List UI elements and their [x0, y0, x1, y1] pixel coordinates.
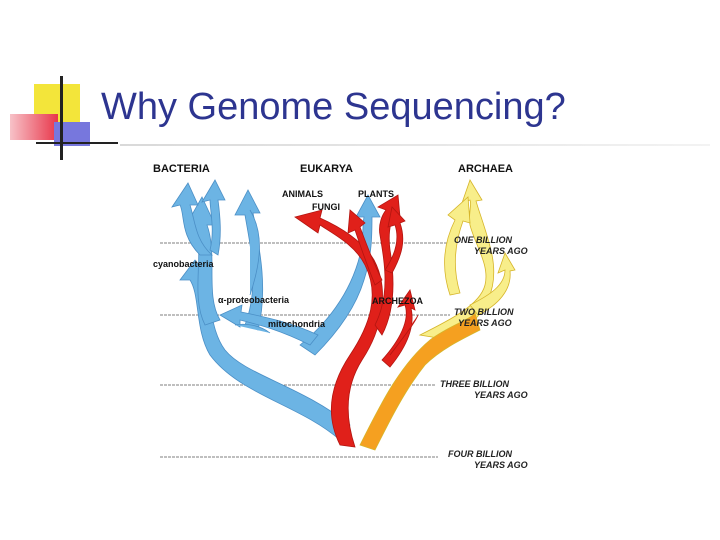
- label-animals: ANIMALS: [282, 189, 323, 199]
- bacteria-branches: [171, 179, 381, 441]
- time-one-line1: ONE BILLION: [454, 235, 512, 245]
- time-two-line1: TWO BILLION: [454, 307, 514, 317]
- label-proteobacteria: α-proteobacteria: [218, 295, 290, 305]
- logo-vertical-line: [60, 76, 63, 160]
- label-mitochondria: mitochondria: [268, 319, 326, 329]
- label-eukarya: EUKARYA: [300, 163, 353, 175]
- label-cyanobacteria: cyanobacteria: [153, 259, 215, 269]
- label-fungi: FUNGI: [312, 202, 340, 212]
- time-two-line2: YEARS AGO: [458, 318, 512, 328]
- archaea-branches: [359, 179, 516, 451]
- time-four-line2: YEARS AGO: [474, 460, 528, 470]
- time-three-line2: YEARS AGO: [474, 390, 528, 400]
- label-plants: PLANTS: [358, 189, 394, 199]
- corner-logo: [8, 74, 118, 164]
- time-one-line2: YEARS AGO: [474, 246, 528, 256]
- title-underline: [120, 144, 710, 146]
- label-archezoa: ARCHEZOA: [372, 296, 423, 306]
- eukarya-branches: [294, 194, 419, 448]
- logo-pink-block: [10, 114, 58, 140]
- tree-of-life-diagram: BACTERIA EUKARYA ARCHAEA ANIMALS FUNGI P…: [153, 163, 528, 470]
- label-archaea: ARCHAEA: [458, 163, 513, 175]
- time-three-line1: THREE BILLION: [440, 379, 509, 389]
- label-bacteria: BACTERIA: [153, 163, 210, 175]
- slide-title: Why Genome Sequencing?: [101, 86, 566, 128]
- time-four-line1: FOUR BILLION: [448, 449, 512, 459]
- logo-horizontal-line: [36, 142, 118, 144]
